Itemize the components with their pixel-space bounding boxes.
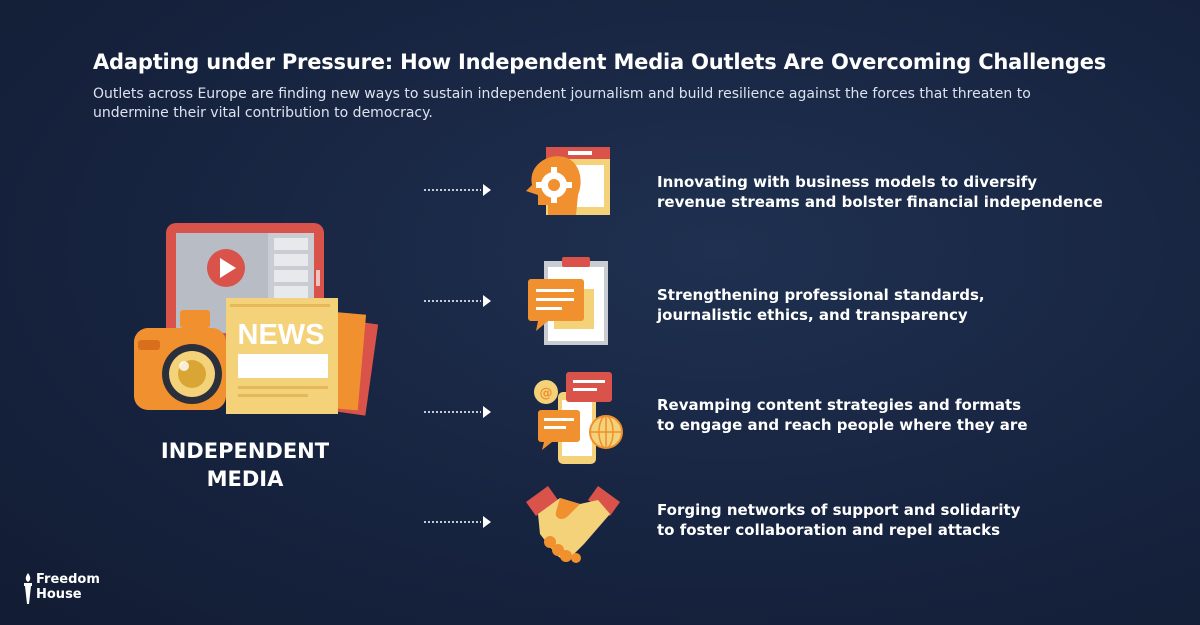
handshake-icon <box>526 486 620 563</box>
independent-media-label: INDEPENDENT MEDIA <box>130 437 360 493</box>
item-professional-standards: Strengthening professional standards, jo… <box>0 257 1200 347</box>
item-text: Revamping content strategies and formats… <box>657 395 1127 435</box>
item-text: Forging networks of support and solidari… <box>657 500 1127 540</box>
dotted-arrow-icon <box>424 295 491 307</box>
item-content-strategies: @ Revamping content strategies and forma… <box>0 370 1200 464</box>
item-line2: to foster collaboration and repel attack… <box>657 521 1001 539</box>
phone-globe-icon: @ <box>534 372 623 464</box>
torch-icon <box>24 573 32 604</box>
dotted-arrow-icon <box>424 184 491 196</box>
gear-head-icon <box>526 147 610 215</box>
hero-label-line2: MEDIA <box>206 467 284 491</box>
page-subtitle: Outlets across Europe are finding new wa… <box>93 86 1031 121</box>
item-line2: revenue streams and bolster financial in… <box>657 193 1103 211</box>
logo-line1: Freedom <box>36 572 100 587</box>
item-business-models: Innovating with business models to diver… <box>0 145 1200 235</box>
news-word: NEWS <box>238 319 325 351</box>
item-line1: Strengthening professional standards, <box>657 286 985 304</box>
item-line1: Revamping content strategies and formats <box>657 396 1022 414</box>
dotted-arrow-icon <box>424 406 491 418</box>
dotted-arrow-icon <box>424 516 491 528</box>
item-line1: Innovating with business models to diver… <box>657 173 1038 191</box>
hero-label-line1: INDEPENDENT <box>160 439 330 463</box>
page-title: Adapting under Pressure: How Independent… <box>93 50 1107 74</box>
item-text: Strengthening professional standards, jo… <box>657 285 1127 325</box>
clipboard-chat-icon <box>528 257 608 345</box>
item-line2: journalistic ethics, and transparency <box>657 306 968 324</box>
item-support-networks: Forging networks of support and solidari… <box>0 482 1200 572</box>
freedom-house-logo: Freedom House <box>22 572 132 608</box>
logo-line2: House <box>36 587 82 602</box>
item-line1: Forging networks of support and solidari… <box>657 501 1021 519</box>
independent-media-illustration: NEWS <box>128 220 388 434</box>
logo-text: Freedom House <box>36 572 100 602</box>
svg-text:@: @ <box>540 386 553 401</box>
item-text: Innovating with business models to diver… <box>657 172 1127 212</box>
item-line2: to engage and reach people where they ar… <box>657 416 1028 434</box>
